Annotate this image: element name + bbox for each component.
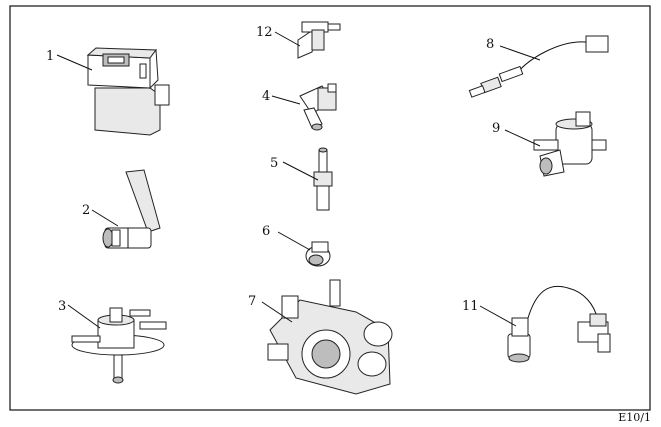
part-3-valve-assembly [71, 307, 167, 384]
part-11-sensor-cable [507, 286, 611, 363]
callout-2: 2 [82, 203, 90, 218]
part-9-purge-valve [533, 111, 607, 177]
part-1-ecu-module [86, 47, 170, 136]
part-2-pump-assembly [102, 169, 161, 249]
callout-4: 4 [262, 89, 270, 104]
callout-8: 8 [486, 37, 494, 52]
part-12-connector [297, 21, 341, 59]
part-7-throttle-body [267, 279, 393, 395]
callout-7: 7 [248, 294, 256, 309]
plate-reference: E10/1 [618, 411, 651, 424]
callout-11: 11 [462, 299, 479, 314]
plate-frame [9, 5, 651, 411]
callout-12: 12 [256, 25, 273, 40]
part-6-fitting [305, 241, 331, 267]
callout-6: 6 [262, 224, 270, 239]
part-5-sensor [313, 147, 333, 211]
callout-5: 5 [270, 156, 278, 171]
callout-1: 1 [46, 49, 54, 64]
callout-3: 3 [58, 299, 66, 314]
part-4-injector [299, 83, 337, 131]
callout-9: 9 [492, 121, 500, 136]
part-8-oxygen-sensor [468, 35, 609, 98]
